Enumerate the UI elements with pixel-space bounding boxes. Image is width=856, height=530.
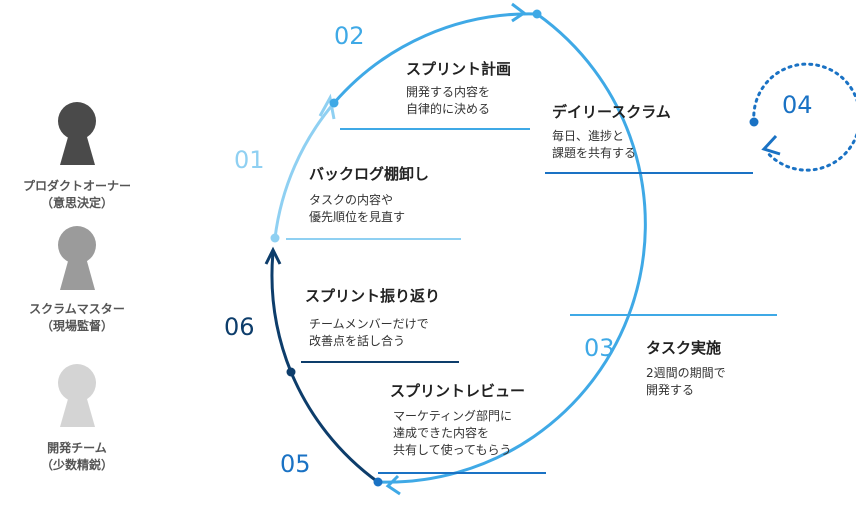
node-06: [286, 367, 296, 377]
role-name: プロダクトオーナー: [22, 179, 131, 193]
underline-03: [570, 314, 777, 316]
step-title-01: バックログ棚卸し: [309, 165, 430, 183]
step-title-05: スプリントレビュー: [390, 382, 526, 400]
underline-06: [301, 361, 459, 363]
arrowhead-03: [385, 474, 401, 496]
desc-line: 達成できた内容を: [393, 426, 490, 440]
product-owner-icon: [58, 102, 96, 165]
desc-line: 2週間の期間で: [646, 366, 726, 380]
role-sub: （現場監督）: [40, 319, 113, 333]
arc-05: [289, 371, 379, 484]
arrowhead-02: [511, 2, 527, 23]
step-number-02: 02: [334, 22, 365, 50]
step-desc-01: タスクの内容や 優先順位を見直す: [309, 192, 405, 226]
role-name: スクラムマスター: [29, 302, 125, 316]
desc-line: 自律的に決める: [406, 102, 491, 116]
underline-02: [340, 128, 530, 130]
step-number-04: 04: [782, 91, 813, 119]
arrowhead-01: [318, 93, 336, 120]
step-title-02: スプリント計画: [406, 60, 512, 78]
node-01: [270, 233, 280, 243]
node-02: [329, 98, 339, 108]
desc-line: 開発する内容を: [406, 85, 491, 99]
step-number-01: 01: [234, 146, 265, 174]
desc-line: 課題を共有する: [552, 146, 637, 160]
step-desc-05: マーケティング部門に 達成できた内容を 共有して使ってもらう: [393, 408, 512, 459]
arrowhead-04: [761, 134, 781, 156]
step-desc-06: チームメンバーだけで 改善点を話し合う: [309, 316, 429, 350]
role-sub: （意思決定）: [40, 196, 113, 210]
desc-line: 共有して使ってもらう: [393, 443, 512, 457]
step-title-03: タスク実施: [646, 339, 722, 357]
role-sub: （少数精鋭）: [40, 458, 113, 472]
role-name: 開発チーム: [47, 441, 107, 455]
underline-01: [286, 238, 461, 240]
dev-team-icon: [58, 364, 96, 427]
desc-line: 開発する: [646, 383, 695, 397]
underline-04: [545, 172, 753, 174]
desc-line: 改善点を話し合う: [309, 334, 406, 348]
role-product-owner: プロダクトオーナー （意思決定）: [2, 178, 152, 212]
role-scrum-master: スクラムマスター （現場監督）: [2, 301, 152, 335]
arc-06: [270, 251, 293, 373]
step-number-06: 06: [224, 313, 255, 341]
step-desc-04: 毎日、進捗と 課題を共有する: [552, 128, 636, 162]
step-desc-02: 開発する内容を 自律的に決める: [406, 84, 490, 118]
desc-line: タスクの内容や: [309, 193, 394, 207]
desc-line: 優先順位を見直す: [309, 210, 406, 224]
step-number-03: 03: [584, 334, 615, 362]
desc-line: 毎日、進捗と: [552, 129, 625, 143]
node-02b: [532, 9, 542, 19]
role-dev-team: 開発チーム （少数精鋭）: [2, 440, 152, 474]
arc-01: [273, 102, 336, 239]
scrum-master-icon: [58, 226, 96, 290]
node-04: [749, 117, 759, 127]
arrowhead-06: [264, 246, 282, 265]
desc-line: チームメンバーだけで: [309, 317, 429, 331]
step-desc-03: 2週間の期間で 開発する: [646, 365, 726, 399]
desc-line: マーケティング部門に: [393, 409, 513, 423]
node-05: [373, 477, 383, 487]
arc-02: [332, 12, 538, 104]
underline-05: [378, 472, 546, 474]
step-title-04: デイリースクラム: [552, 103, 671, 121]
step-number-05: 05: [280, 450, 311, 478]
step-title-06: スプリント振り返り: [305, 287, 441, 305]
arc-03: [377, 12, 647, 484]
